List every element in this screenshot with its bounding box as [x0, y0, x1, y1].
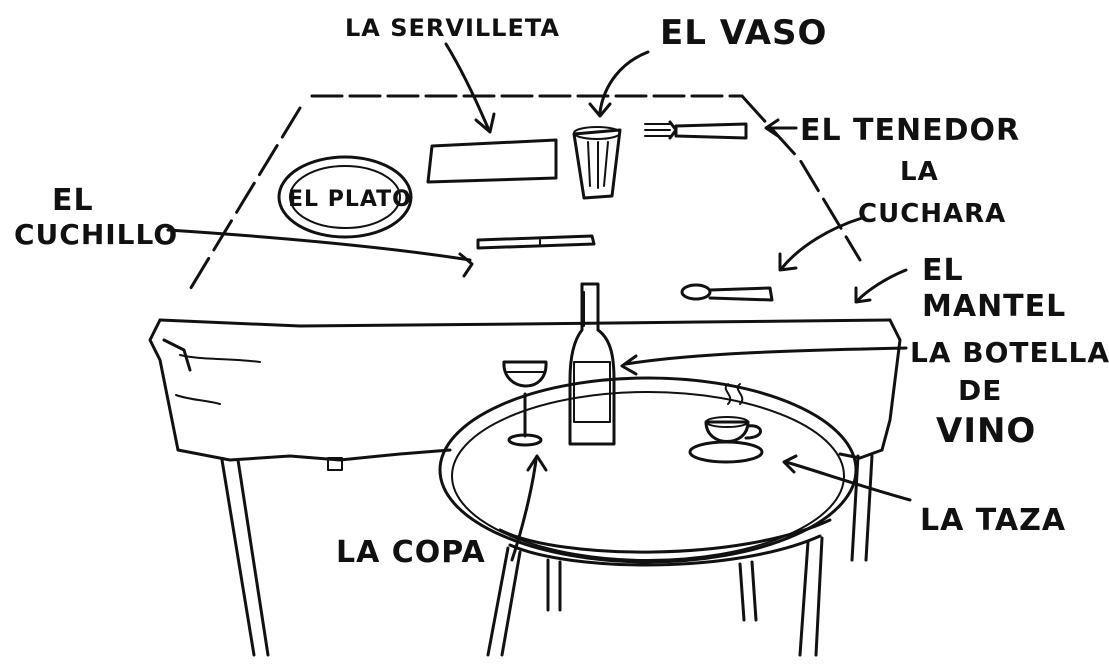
wine-glass	[502, 360, 548, 447]
label-cuchillo-line2: CUCHILLO	[14, 218, 178, 251]
label-cuchara-line2: CUCHARA	[858, 199, 1006, 229]
napkin	[426, 138, 558, 184]
label-mantel-line2: MANTEL	[922, 289, 1066, 324]
cup	[688, 383, 764, 464]
label-servilleta: LA SERVILLETA	[345, 14, 560, 42]
fork	[644, 120, 748, 140]
label-cuchillo-line1: EL	[52, 183, 94, 218]
plate	[277, 155, 413, 239]
spoon	[680, 283, 774, 302]
label-botella-line1: LA BOTELLA	[910, 336, 1109, 369]
label-taza: LA TAZA	[920, 503, 1066, 538]
label-mantel-line1: EL	[922, 253, 964, 288]
wine-bottle	[568, 282, 616, 446]
knife	[476, 234, 596, 250]
label-vaso: EL VASO	[660, 13, 827, 53]
glass	[572, 126, 622, 200]
label-tenedor: EL TENEDOR	[800, 113, 1020, 148]
label-cuchara-line1: LA	[900, 157, 939, 187]
label-botella-line3: VINO	[936, 411, 1036, 451]
tablecloth	[148, 94, 902, 471]
round-table	[438, 376, 858, 657]
label-botella-line2: DE	[958, 374, 1002, 407]
label-copa: LA COPA	[336, 535, 486, 570]
label-plato: EL PLATO	[288, 187, 412, 212]
arrows	[166, 42, 912, 562]
